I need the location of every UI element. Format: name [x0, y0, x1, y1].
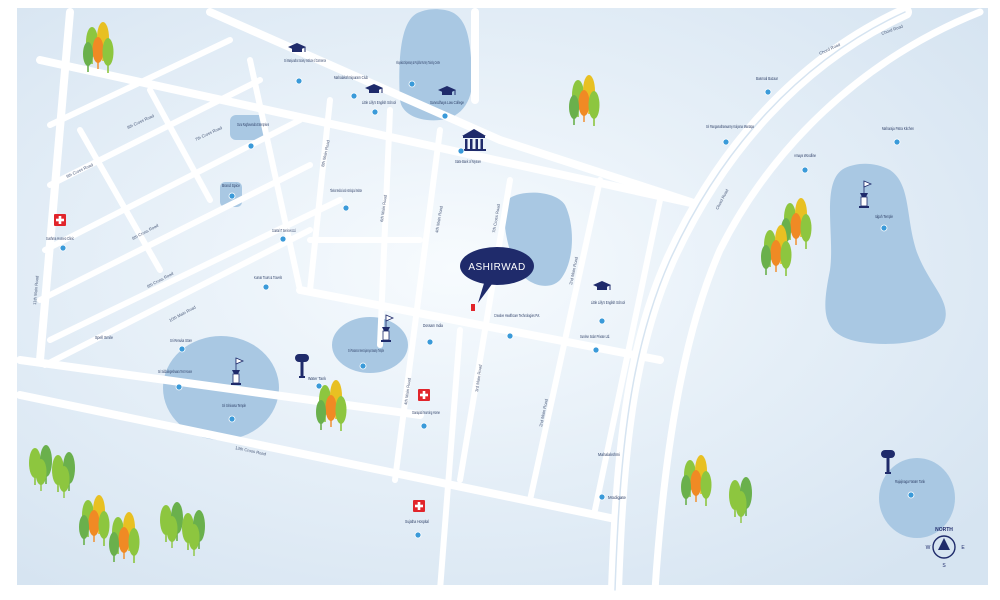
lake-mid-temple: [332, 317, 408, 373]
road-label: 4th Main Road: [434, 205, 444, 233]
project-location-pin: [471, 304, 475, 311]
place-label: Sujatha Hospital: [405, 519, 429, 524]
road-label: 11th Main Road: [32, 275, 40, 305]
road-label: 6th Main Road: [379, 194, 388, 222]
compass: NORTH W E S: [926, 527, 966, 569]
place-pin: [426, 338, 434, 346]
place-pin: [342, 204, 350, 212]
place-label: Sri Ranganathaswamy Kalyana Mantapa: [706, 124, 754, 129]
place-pin: [408, 80, 416, 88]
place-pin: [907, 491, 915, 499]
place-pin: [371, 108, 379, 116]
place-label: Idgah Temple: [875, 214, 893, 219]
place-pin: [228, 192, 236, 200]
lake-top: [399, 9, 473, 121]
compass-west-label: W: [926, 545, 931, 551]
place-pin: [598, 317, 606, 325]
place-label: Brand Spice: [222, 183, 240, 188]
place-label: Sarvodhaya Law College: [430, 100, 464, 105]
place-pin: [59, 244, 67, 252]
place-label: Sunrise Solar Private Ltd.: [580, 334, 610, 339]
place-label: Sushma Homeo Clinic: [46, 236, 74, 241]
place-label: Maharaja Patra Kitchen: [882, 126, 914, 131]
road-label: 2nd Main Road: [538, 398, 549, 427]
hospital-icon: [418, 389, 430, 401]
road-label: 3rd Main Road: [474, 364, 483, 393]
road-label: 4th Main Road: [403, 377, 412, 405]
place-label: Sri Renuka Store: [170, 338, 192, 343]
place-label: Creative Healthcare Technologies Pvt.: [494, 313, 540, 318]
place-pin: [722, 138, 730, 146]
road-label: 13th Cross Road: [235, 445, 267, 457]
compass-north-label: NORTH: [935, 527, 953, 533]
place-pin: [420, 422, 428, 430]
place-pin: [350, 92, 358, 100]
place-pin: [228, 415, 236, 423]
place-label: Modigate: [608, 495, 626, 500]
place-label: Rajajinagar Water Tank: [895, 479, 925, 484]
lake-lower-right: [879, 458, 955, 538]
project-marker: ASHIRWAD: [460, 247, 534, 311]
place-pin: [262, 283, 270, 291]
compass-east-label: E: [961, 545, 965, 551]
place-pin: [801, 166, 809, 174]
compass-north-arrow: [938, 538, 950, 550]
place-label: Vinayaka Dispensary & Poojitha Rummy Tra…: [396, 60, 440, 65]
place-label: Kumar Tours & Travels: [254, 275, 282, 280]
place-pin: [598, 493, 606, 501]
project-callout: [460, 247, 534, 285]
place-label: Sri Siddalingeshwara Tent House: [158, 369, 192, 374]
lake-right: [825, 163, 946, 344]
place-pin: [441, 112, 449, 120]
place-label: Coastal IT Services Ltd.: [272, 228, 296, 233]
place-pin: [247, 142, 255, 150]
pond-guru: [230, 115, 265, 140]
place-pin: [178, 345, 186, 353]
place-label: Spell Smile: [95, 335, 113, 340]
place-pin: [315, 382, 323, 390]
place-pin: [175, 383, 183, 391]
road-network: [16, 5, 984, 597]
place-label: Tibetian Medical and Astrological Instit…: [330, 188, 362, 193]
place-pin: [592, 346, 600, 354]
place-label: Mahalakshmipuram Club: [334, 75, 368, 80]
place-pin: [457, 147, 465, 155]
road-label: 7th Cross Road: [491, 203, 501, 233]
place-label: State Bank of Mysore: [455, 159, 481, 164]
place-pin: [359, 362, 367, 370]
place-pin: [506, 332, 514, 340]
hospital-icon: [54, 214, 66, 226]
place-label: Amaya Woodline: [794, 153, 816, 158]
place-label: Little Lilly's English School: [591, 300, 625, 305]
place-label: Water Tank: [308, 376, 327, 381]
place-label: Sri Manjunatha Society Institute of Comm…: [284, 58, 326, 63]
compass-south-label: S: [942, 563, 946, 569]
place-label: Little Lilly's English School: [362, 100, 396, 105]
place-pin: [414, 531, 422, 539]
place-pin: [764, 88, 772, 96]
hospital-icon: [413, 500, 425, 512]
place-label: Ganapati Nursing Home: [412, 410, 440, 415]
place-label: Mahalakshmi: [598, 452, 620, 457]
callout-pointer: [478, 280, 495, 303]
place-label: Guru Raghavendra Enterprises: [237, 122, 269, 127]
place-label: Dossam India: [423, 323, 443, 328]
place-pin: [880, 224, 888, 232]
place-label: Sri Srinivasa Temple: [222, 403, 246, 408]
project-name: ASHIRWAD: [468, 262, 525, 273]
place-pin: [295, 77, 303, 85]
road-label: 2nd Main Road: [568, 256, 579, 285]
compass-ring: [932, 535, 956, 559]
place-pin: [893, 138, 901, 146]
place-label: Basmati Bazaar: [756, 76, 778, 81]
place-label: Sri Prasanna Veeranjaneya Swamy Temple: [348, 348, 384, 353]
road-label: 8th Main Road: [320, 139, 331, 167]
place-labels: Sri Manjunatha Society Institute of Comm…: [46, 58, 925, 524]
place-pin: [279, 235, 287, 243]
place-pins: [59, 77, 915, 539]
